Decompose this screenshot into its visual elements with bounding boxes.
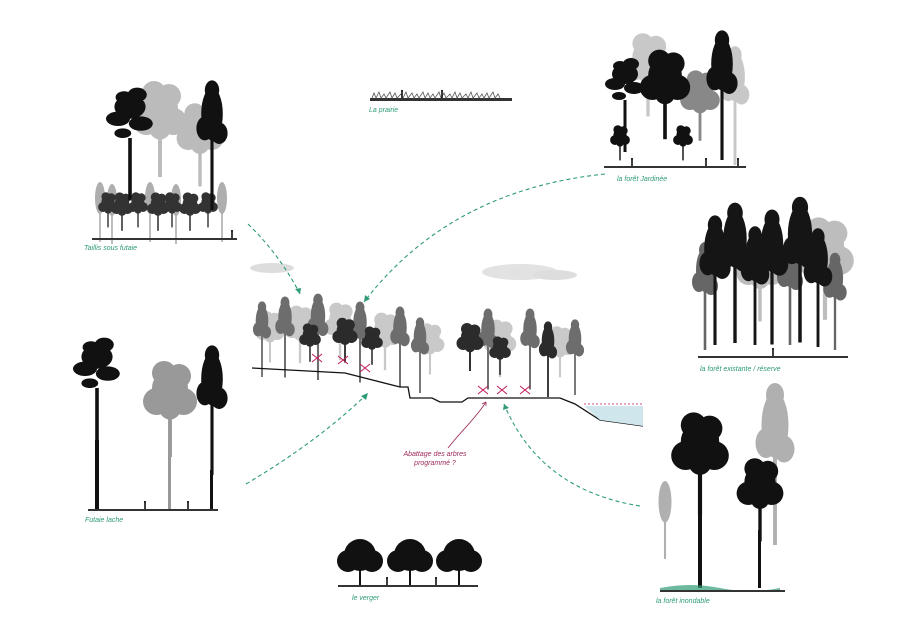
vignette-inondable (659, 383, 795, 592)
arrow-taillis (248, 224, 300, 294)
label-prairie: La prairie (369, 107, 398, 114)
label-verger: le verger (352, 595, 380, 602)
label-jardinee: la forêt Jardinée (617, 176, 667, 183)
vignette-reserve (692, 197, 854, 358)
arrow-jardinee (364, 174, 605, 302)
annotation-line1: Abattage des arbres (380, 450, 490, 459)
central-section (250, 263, 643, 426)
label-taillis: Taillis sous futaie (84, 245, 137, 252)
label-futaie: Futaie lache (85, 517, 123, 524)
label-inondable: la forêt inondable (656, 598, 710, 605)
label-reserve: la forêt existante / réserve (700, 366, 781, 373)
vignette-verger (337, 539, 482, 587)
vignette-taillis (92, 80, 237, 244)
note-pointer (448, 402, 486, 448)
annotation-line2: programmé ? (380, 459, 490, 468)
vignette-futaie (73, 338, 228, 511)
vignette-prairie (370, 90, 512, 101)
arrow-futaie (246, 393, 368, 484)
annotation-note: Abattage des arbres programmé ? (380, 450, 490, 468)
vignette-jardinee (604, 30, 749, 168)
